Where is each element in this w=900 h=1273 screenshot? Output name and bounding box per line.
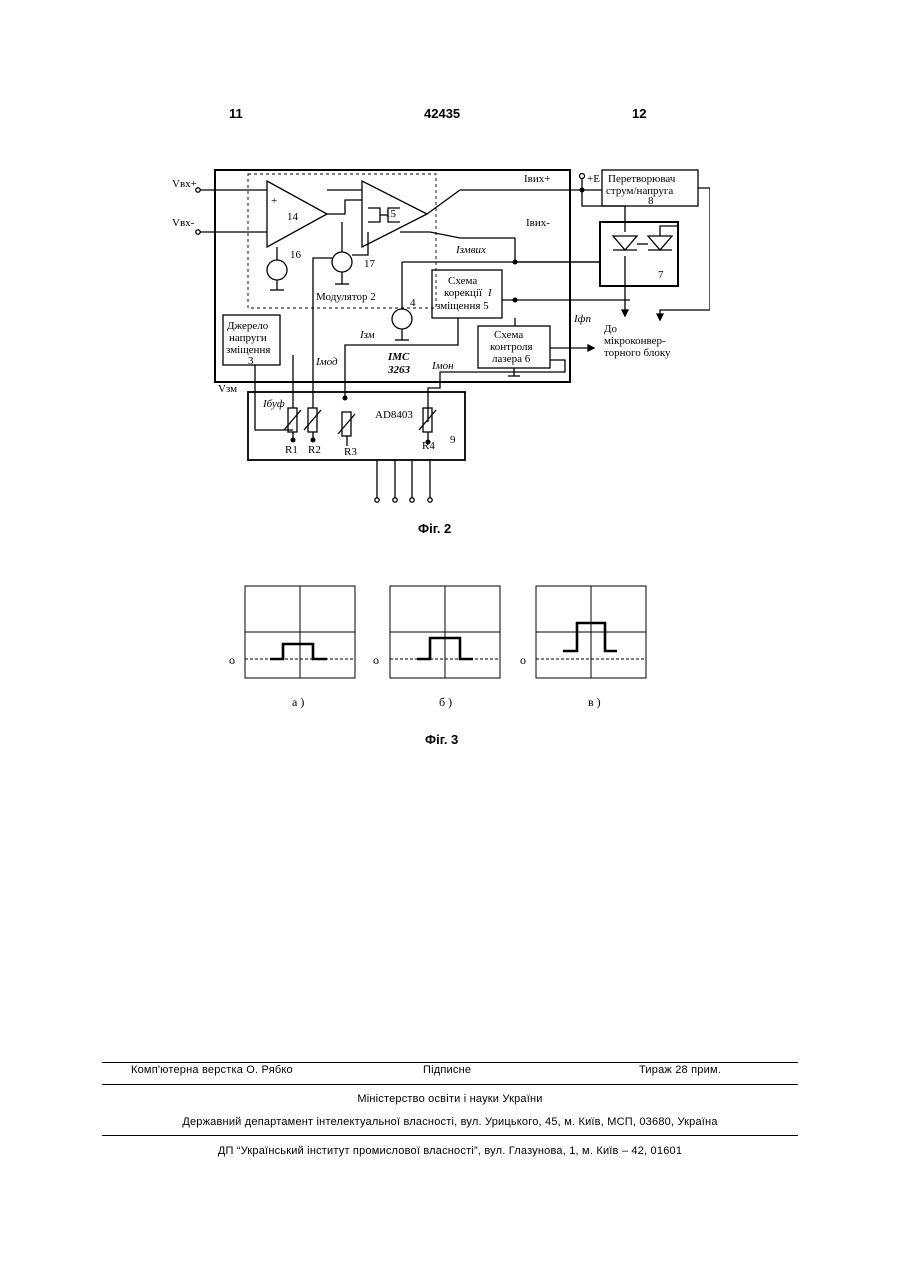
ic-number: 3263 <box>387 364 411 376</box>
chip-label: AD8403 <box>375 409 413 421</box>
chip-number: 9 <box>450 434 456 446</box>
footer-rule-middle <box>102 1084 798 1085</box>
src-4-label: 4 <box>410 297 416 309</box>
panel-a-label: а ) <box>292 695 304 709</box>
src-16-label: 16 <box>290 249 302 261</box>
footer-circulation: Тираж 28 прим. <box>639 1064 721 1076</box>
block-6-line1: Схема <box>494 329 523 341</box>
block-3-line2: напруги <box>229 332 267 344</box>
amp-14-label: 14 <box>287 211 299 223</box>
vin-minus-label: Vвх- <box>172 217 195 229</box>
footer-rule-bottom <box>102 1135 798 1136</box>
block-6-line2: контроля <box>490 341 533 353</box>
footer-typesetting: Комп'ютерна верстка О. Рябко <box>131 1064 293 1076</box>
block-3-line4: 3 <box>248 355 254 367</box>
zero-label-c: о <box>520 653 526 667</box>
amp-15-label: 15 <box>385 208 397 220</box>
block-5-current: I <box>487 287 493 299</box>
pulse-oscillograms: о о о а ) б ) в ) <box>215 578 665 718</box>
ibuf-label: Iбуф <box>262 398 285 410</box>
to-block-line1: До <box>604 323 618 335</box>
resistor-r1: R1 <box>285 444 298 456</box>
zero-label-a: о <box>229 653 235 667</box>
circuit-diagram: Vвх+ Vвх- + 14 15 16 17 4 Модулятор 2 Iв… <box>170 160 710 505</box>
izmvykh-label: Iзмвих <box>455 244 486 256</box>
ifp-label: Iфп <box>573 313 591 325</box>
supply-label: +E <box>587 173 600 185</box>
imon-label: Iмон <box>431 360 454 372</box>
fig2-caption: Фіг. 2 <box>418 521 451 536</box>
vin-plus-label: Vвх+ <box>172 178 197 190</box>
panel-b-label: б ) <box>439 695 452 709</box>
block-5-line3: зміщення 5 <box>436 300 489 312</box>
footer-department: Державний департамент інтелектуальної вл… <box>0 1116 900 1128</box>
amp-14-plus: + <box>271 195 277 207</box>
resistor-r4: R4 <box>422 440 435 452</box>
block-5-line1: Схема <box>448 275 477 287</box>
to-block-line3: торного блоку <box>604 347 671 359</box>
block-8-line2: струм/напруга <box>606 185 673 197</box>
footer-rule-top <box>102 1062 798 1063</box>
footer-signed: Підписне <box>423 1064 471 1076</box>
patent-number: 42435 <box>424 106 460 121</box>
to-block-line2: мікроконвер- <box>604 335 666 347</box>
izm-label: Iзм <box>359 329 375 341</box>
vzm-label: Vзм <box>218 383 237 395</box>
footer-ministry: Міністерство освіти і науки України <box>0 1093 900 1105</box>
panel-c-label: в ) <box>588 695 601 709</box>
block-8-line3: 8 <box>648 195 654 207</box>
resistor-r3: R3 <box>344 446 357 458</box>
block-5-line2: корекції <box>444 287 483 299</box>
modulator-label: Модулятор 2 <box>316 291 376 303</box>
iout-minus-label: Iвих- <box>526 217 550 229</box>
iout-plus-label: Iвих+ <box>524 173 550 185</box>
zero-label-b: о <box>373 653 379 667</box>
block-8-line1: Перетворювач <box>608 173 676 185</box>
fig3-caption: Фіг. 3 <box>425 732 458 747</box>
block-3-line1: Джерело <box>227 320 269 332</box>
ic-label: IMC <box>387 351 410 363</box>
block-6-line3: лазера 6 <box>492 353 531 365</box>
resistor-r2: R2 <box>308 444 321 456</box>
block-7-label: 7 <box>658 269 664 281</box>
src-17-label: 17 <box>364 258 376 270</box>
page-number-right: 12 <box>632 106 646 121</box>
page-number-left: 11 <box>229 106 243 121</box>
footer-institute: ДП “Український інститут промислової вла… <box>0 1145 900 1157</box>
imod-label: Iмод <box>315 356 338 368</box>
